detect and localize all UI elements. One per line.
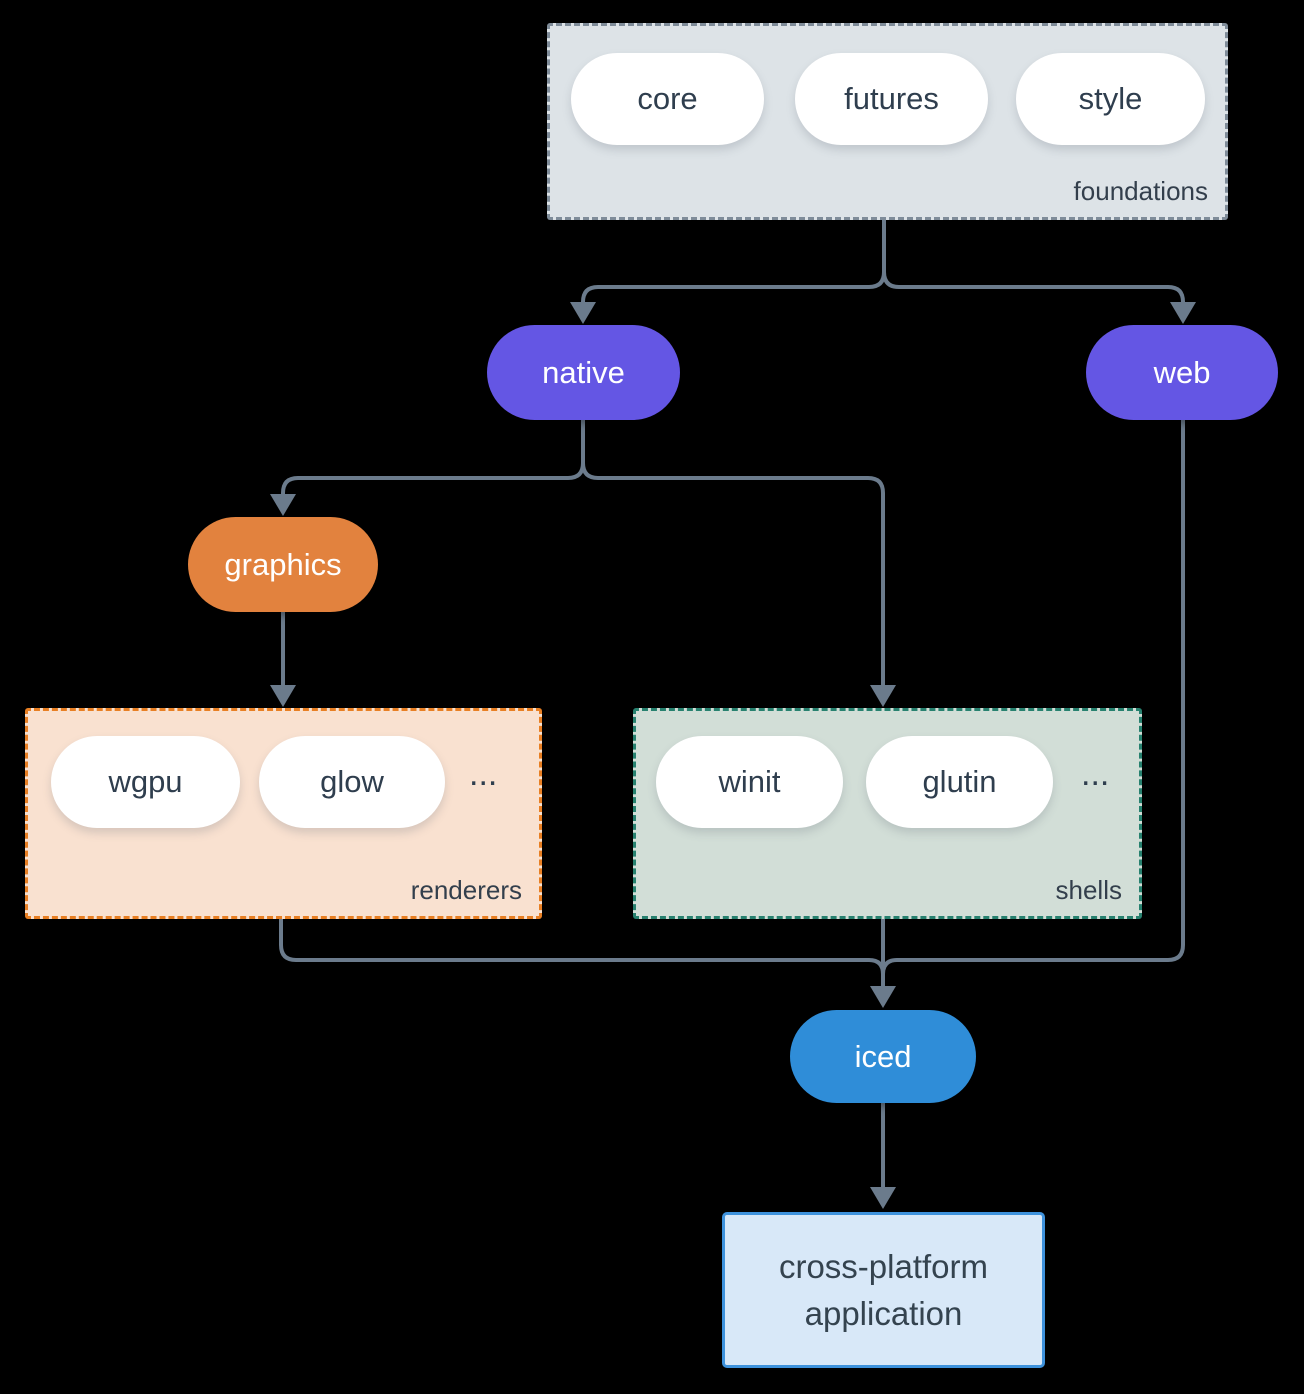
shells-ellipsis: ... <box>1081 755 1110 793</box>
node-application: cross-platform application <box>722 1212 1045 1368</box>
node-wgpu: wgpu <box>51 736 240 828</box>
edge-native-shells <box>581 420 885 685</box>
edge-foundations-web <box>882 214 1185 303</box>
arrowhead-web <box>1170 302 1196 324</box>
arrowhead-iced <box>870 986 896 1008</box>
arrowhead-application <box>870 1187 896 1209</box>
node-web: web <box>1086 325 1278 420</box>
node-core-label: core <box>637 81 698 116</box>
node-wgpu-label: wgpu <box>108 764 183 799</box>
arrowhead-graphics <box>270 494 296 516</box>
shells-group-label: shells <box>1055 875 1122 905</box>
node-iced: iced <box>790 1010 976 1103</box>
node-glutin-label: glutin <box>922 764 997 799</box>
node-application-line2: application <box>804 1295 963 1332</box>
node-winit-label: winit <box>718 764 781 799</box>
node-native: native <box>487 325 680 420</box>
node-style: style <box>1016 53 1205 145</box>
node-style-label: style <box>1078 81 1143 116</box>
node-native-label: native <box>542 354 625 390</box>
foundations-group: core futures style foundations <box>547 23 1228 220</box>
renderers-ellipsis: ... <box>469 755 498 793</box>
edge-foundations-native <box>581 214 886 303</box>
node-futures-label: futures <box>844 81 939 116</box>
edge-native-graphics <box>281 420 585 495</box>
node-glutin: glutin <box>866 736 1053 828</box>
node-iced-label: iced <box>854 1038 912 1074</box>
arrowhead-native <box>570 302 596 324</box>
foundations-group-label: foundations <box>1073 176 1208 206</box>
renderers-group: wgpu glow ... renderers <box>25 708 542 919</box>
node-graphics-label: graphics <box>224 546 342 582</box>
arrowhead-shells <box>870 685 896 707</box>
node-futures: futures <box>795 53 988 145</box>
renderers-group-label: renderers <box>410 875 522 905</box>
node-winit: winit <box>656 736 843 828</box>
node-web-label: web <box>1153 354 1211 390</box>
arrowhead-renderers <box>270 685 296 707</box>
node-glow: glow <box>259 736 445 828</box>
node-glow-label: glow <box>320 764 384 799</box>
node-core: core <box>571 53 764 145</box>
edge-renderers-merge <box>279 913 885 975</box>
shells-group: winit glutin ... shells <box>633 708 1142 919</box>
node-graphics: graphics <box>188 517 378 612</box>
node-application-line1: cross-platform <box>778 1248 989 1285</box>
